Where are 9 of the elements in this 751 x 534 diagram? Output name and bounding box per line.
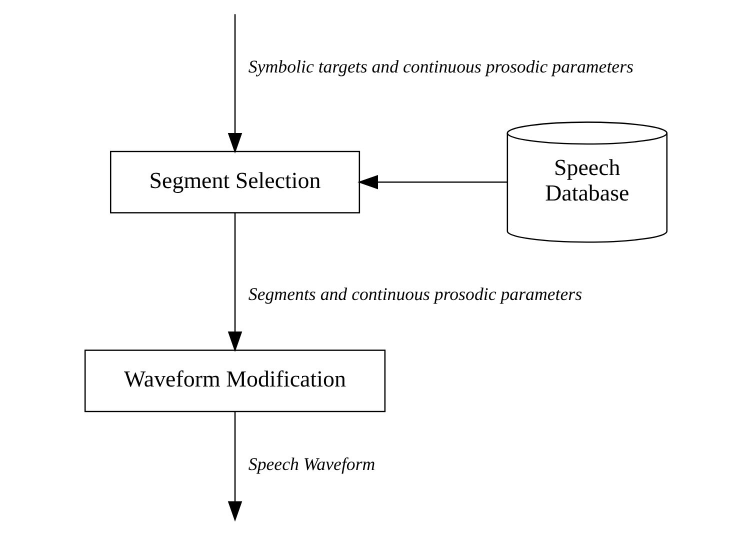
edge-label: Symbolic targets and continuous prosodic parameters bbox=[248, 56, 634, 76]
node-box: Segment Selection bbox=[109, 150, 360, 214]
node-box: Waveform Modification bbox=[84, 350, 386, 412]
arrow bbox=[227, 212, 242, 352]
arrow bbox=[357, 175, 507, 190]
arrow bbox=[227, 14, 242, 154]
arrow bbox=[227, 412, 242, 522]
edge-label: Speech Waveform bbox=[248, 454, 375, 474]
edge-label: Segments and continuous prosodic parameters bbox=[248, 284, 582, 304]
